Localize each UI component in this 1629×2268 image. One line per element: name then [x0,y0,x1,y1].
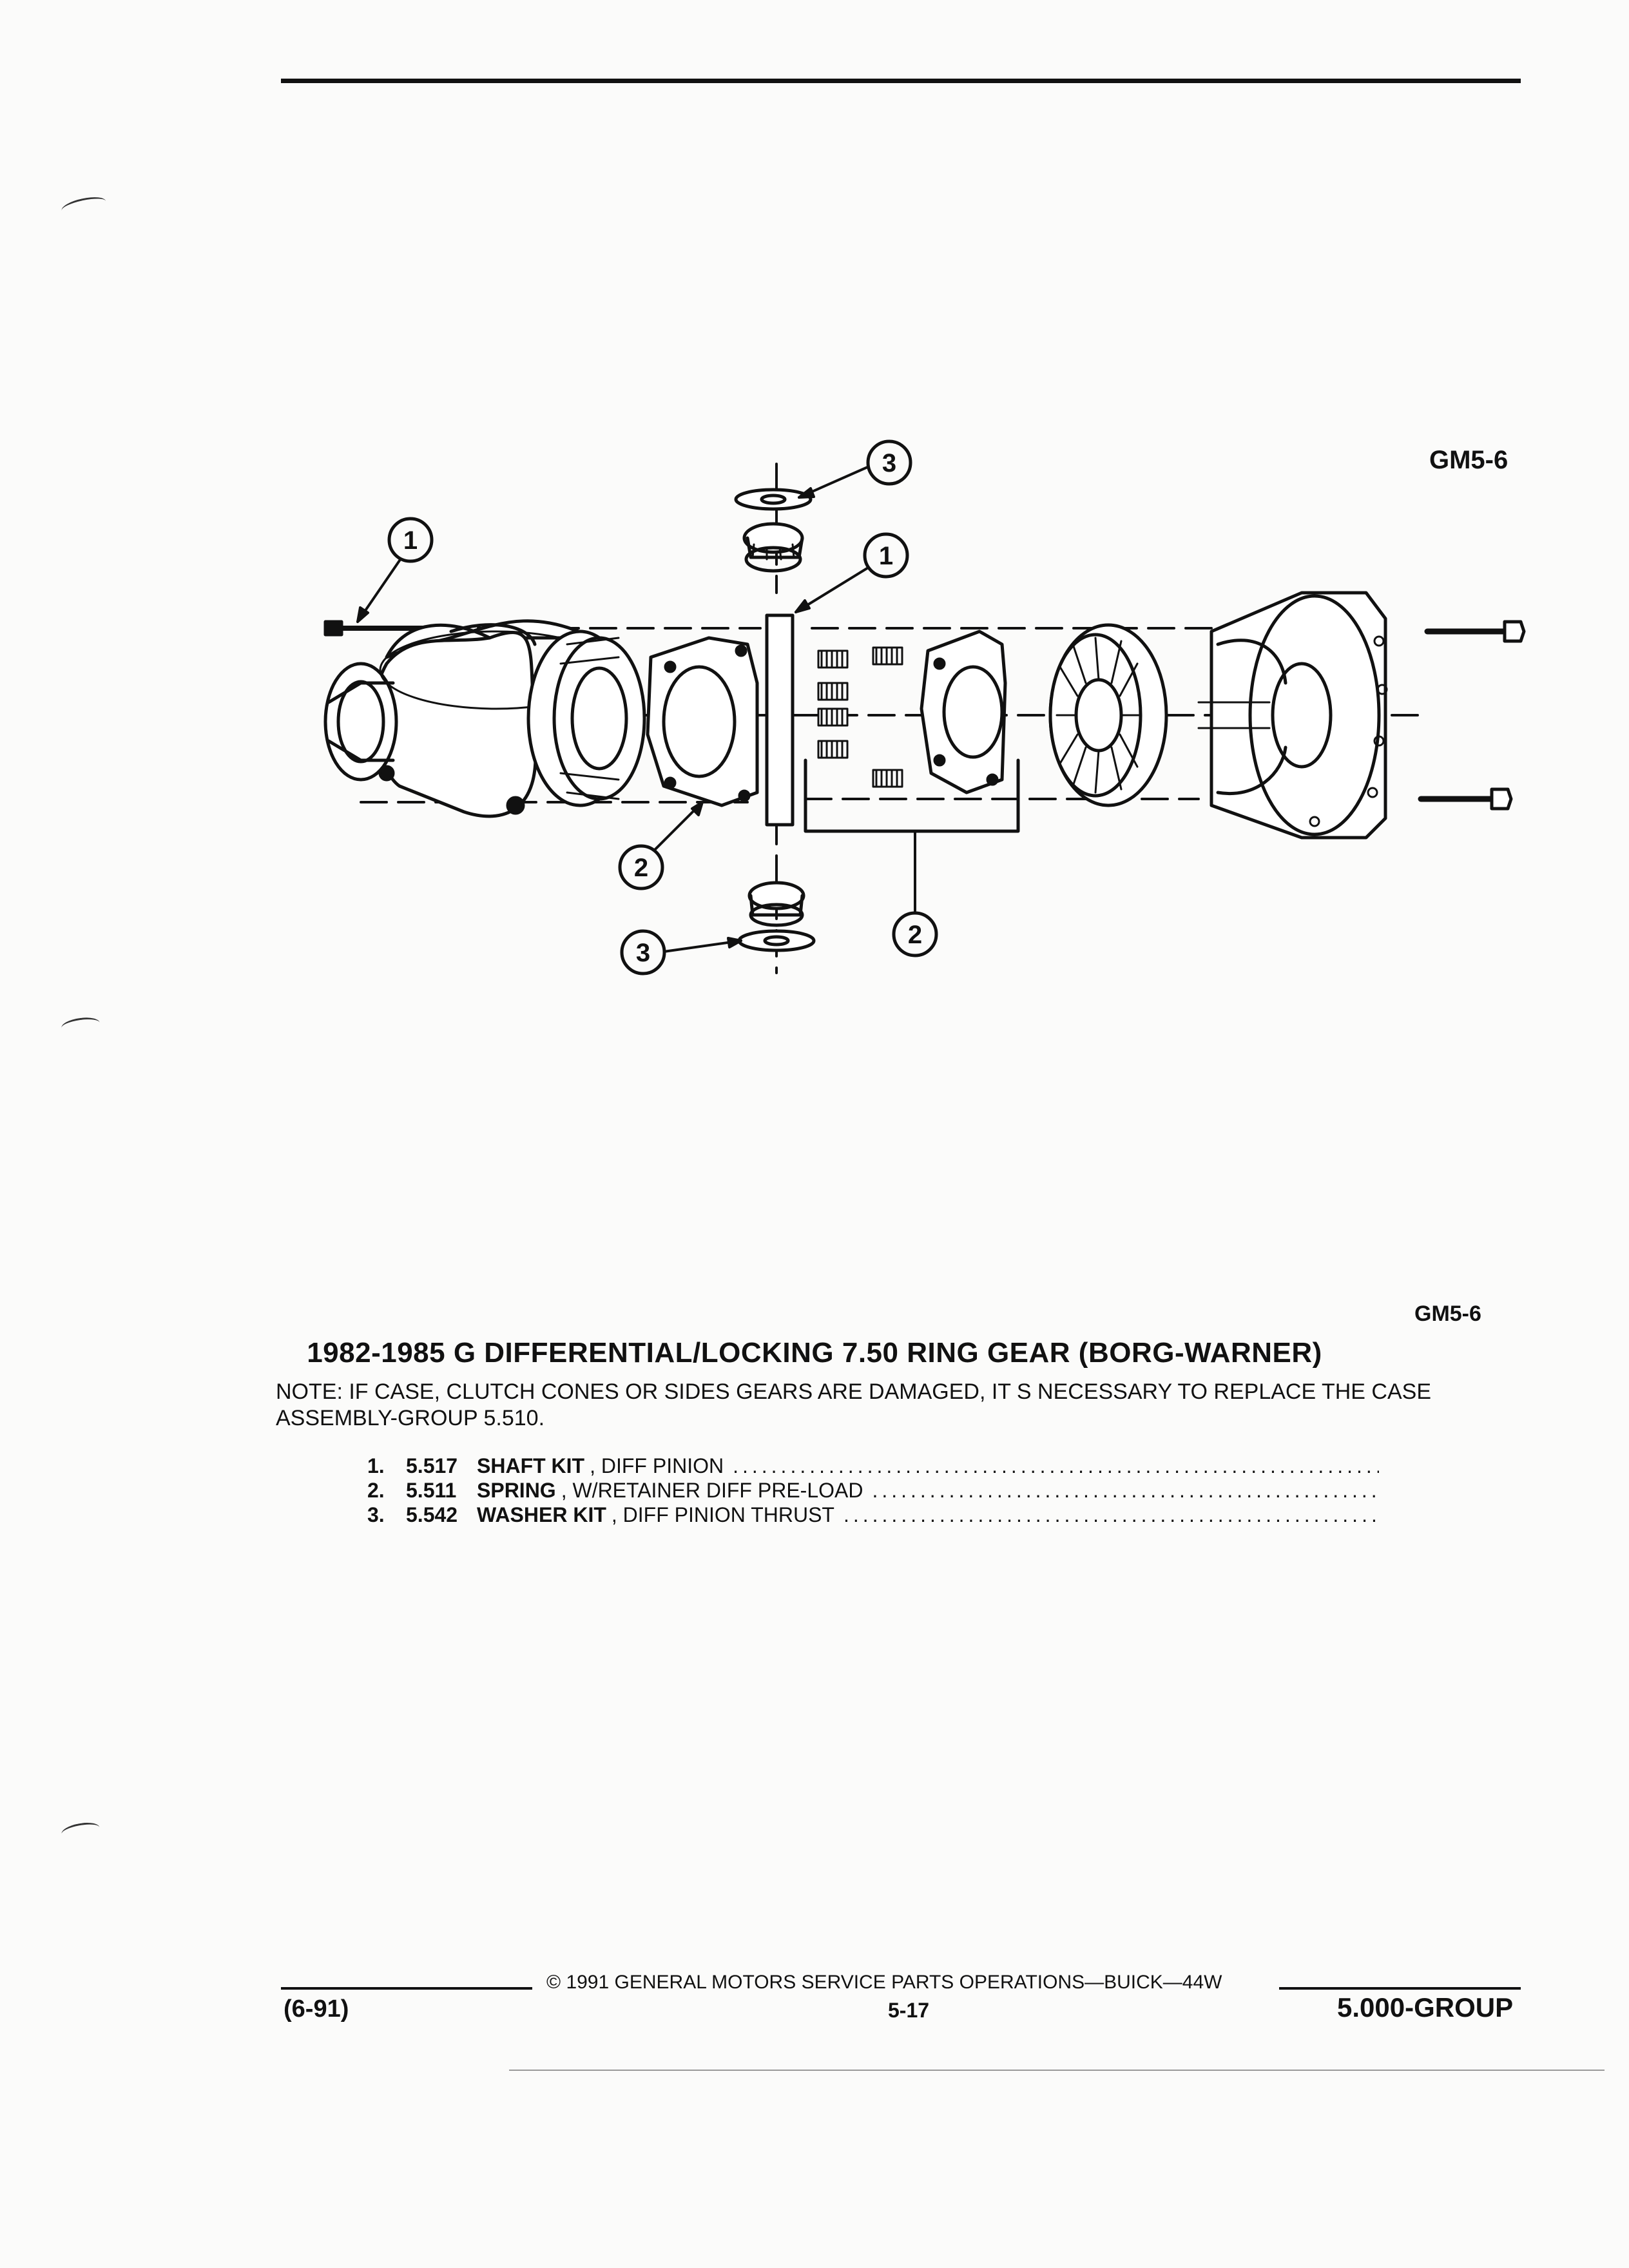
leader-dots [843,1503,1379,1527]
callout-label: 2 [634,854,648,882]
leader-dots [733,1454,1379,1478]
page-title: 1982-1985 G DIFFERENTIAL/LOCKING 7.50 RI… [307,1337,1322,1369]
bottom-thrust-washer [737,929,816,952]
left-clutch-cone [526,629,646,807]
margin-mark [60,1820,101,1842]
part-row: 2. 5.511 SPRING , W/RETAINER DIFF PRE-LO… [367,1478,1379,1503]
right-clutch-cone [1048,623,1168,807]
footer-rule-right [1279,1987,1521,1990]
top-thrust-washer [734,488,813,511]
springs [817,646,903,788]
callout-2-left [618,844,664,890]
right-spring-plate [920,629,1007,794]
differential-exploded-diagram: 1 3 1 2 2 3 [323,439,1526,975]
part-number: 3. [367,1503,385,1526]
part-group: 5.511 [406,1479,457,1502]
callout-3-top [866,439,912,486]
callout-label: 3 [636,939,650,967]
callout-leaders [356,461,916,953]
footer-group: 5.000-GROUP [1337,1992,1514,2023]
part-desc: , W/RETAINER DIFF PRE-LOAD [561,1479,863,1502]
part-name: WASHER KIT [477,1503,606,1526]
callout-1-left [387,517,434,563]
note-line: ASSEMBLY-GROUP 5.510. [276,1406,545,1430]
right-bolt-bottom [1418,787,1513,811]
top-pinion-gear [742,522,804,573]
callout-label: 1 [403,526,418,555]
footer-date: (6-91) [284,1995,349,2023]
part-name: SPRING [477,1479,556,1502]
part-desc: , DIFF PINION [590,1454,724,1477]
springs-bracket [804,758,1020,833]
callout-3-bottom [620,929,666,975]
figure-tag-bottom: GM5-6 [1414,1302,1481,1326]
part-group: 5.542 [406,1503,458,1526]
header-rule [281,79,1521,83]
bottom-pinion-gear [747,881,805,927]
part-number: 1. [367,1454,385,1477]
right-bolt-top [1424,620,1526,643]
footer-rule-left [281,1987,532,1990]
footer-copyright: © 1991 GENERAL MOTORS SERVICE PARTS OPER… [546,1972,1222,1993]
left-spring-plate [646,636,759,807]
callout-label: 1 [879,542,893,570]
callout-label: 3 [882,449,896,477]
callout-2-springs [892,911,938,957]
note: NOTE: IF CASE, CLUTCH CONES OR SIDES GEA… [276,1379,1500,1432]
part-group: 5.517 [406,1454,458,1477]
callout-1-shaft [863,532,909,579]
scan-line [509,2070,1605,2071]
part-desc: , DIFF PINION THRUST [611,1503,834,1526]
note-line: NOTE: IF CASE, CLUTCH CONES OR SIDES GEA… [276,1379,1432,1404]
part-name: SHAFT KIT [477,1454,585,1477]
parts-list: 1. 5.517 SHAFT KIT , DIFF PINION 2. 5.51… [367,1454,1379,1527]
leader-dots [872,1478,1379,1503]
callout-label: 2 [908,921,922,949]
part-row: 3. 5.542 WASHER KIT , DIFF PINION THRUST [367,1503,1379,1527]
part-row: 1. 5.517 SHAFT KIT , DIFF PINION [367,1454,1379,1478]
figure-tag-top: GM5-6 [1429,446,1509,474]
right-case-half [1197,591,1388,840]
part-number: 2. [367,1479,385,1502]
footer-page-number: 5-17 [888,1999,930,2022]
pinion-shaft [765,613,795,827]
